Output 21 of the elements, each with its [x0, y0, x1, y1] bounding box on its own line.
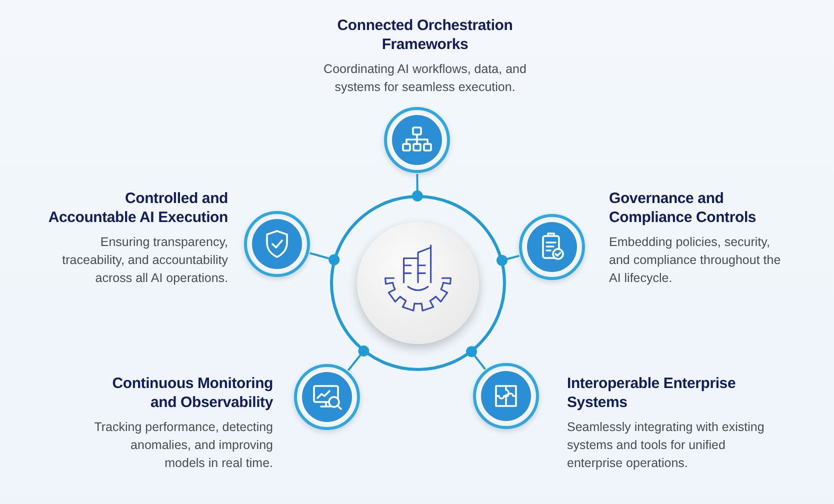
connector-line	[466, 346, 486, 370]
icon-ring	[473, 363, 539, 429]
connector-line	[412, 174, 423, 202]
connector-line	[347, 346, 370, 372]
ring	[330, 195, 506, 371]
heading: Interoperable Enterprise Systems	[567, 374, 737, 412]
icon-ring	[244, 211, 310, 277]
heading: Governance and Compliance Controls	[609, 189, 758, 227]
description: Seamlessly integrating with existing systems and tools for unified enterprise operations.	[567, 419, 766, 472]
description: Ensuring transparency, traceability, and accountability across all AI operations.	[61, 234, 228, 287]
description: Tracking performance, detecting anomalies, and improving models in real time.	[93, 419, 273, 472]
connector-line	[496, 254, 520, 266]
icon-ring	[294, 364, 360, 430]
heading: Continuous Monitoring and Observability	[111, 374, 273, 412]
icon-ring	[384, 107, 450, 173]
heading: Controlled and Accountable AI Execution	[47, 189, 228, 227]
icon-ring	[519, 214, 585, 280]
connector-line	[310, 252, 340, 266]
description: Coordinating AI workflows, data, and systems for seamless execution.	[322, 61, 528, 96]
description: Embedding policies, security, and compliance throughout the AI lifecycle.	[609, 234, 782, 287]
heading: Connected Orchestration Frameworks	[336, 16, 514, 54]
